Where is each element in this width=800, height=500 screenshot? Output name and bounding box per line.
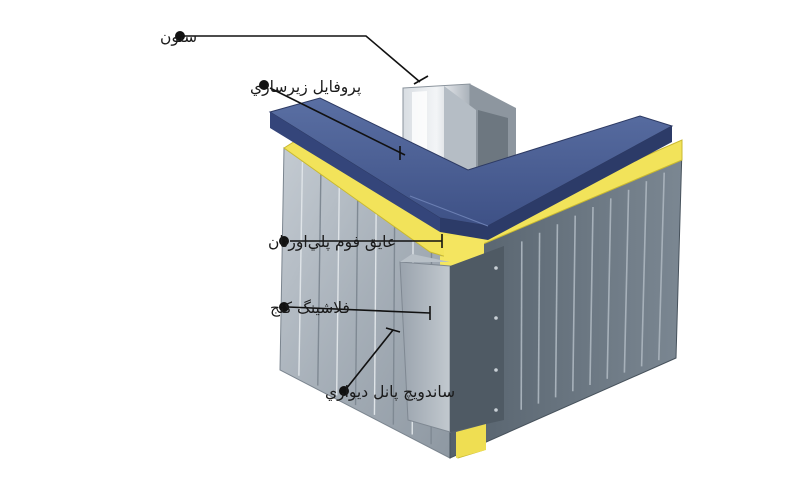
label-insulation: عایق فوم پلي‌اورتان [268, 233, 396, 252]
leader-column-tick [414, 76, 428, 84]
label-corner-flashing: فلاشینگ کنج [270, 299, 350, 317]
fastener-screw [494, 266, 498, 270]
fastener-screw [494, 368, 498, 372]
label-sub-profile: پروفایل زیرسازي [250, 78, 361, 97]
corner-flashing [400, 246, 504, 432]
label-column: ستون [160, 28, 197, 46]
fastener-screw [494, 316, 498, 320]
right-panel-rib [521, 241, 522, 409]
fastener-screw [494, 408, 498, 412]
leader-column [183, 36, 420, 82]
label-wall-panel: ساندویچ پانل دیواري [325, 383, 455, 402]
